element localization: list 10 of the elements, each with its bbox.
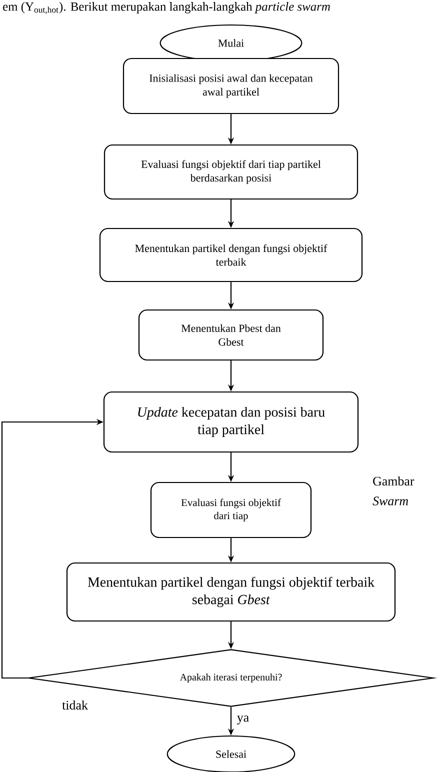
figure-caption: Swarm [372, 496, 408, 506]
figure-caption: Gambar [373, 476, 414, 486]
edge-label: ya [237, 716, 249, 724]
edge-label: tidak [62, 700, 88, 710]
process-box: Menentukan Pbest dan Gbest [138, 309, 324, 361]
process-box: Evaluasi fungsi objektif dari tiap partikel berdasarkan posisi [104, 144, 358, 200]
process-box: Menentukan partikel dengan fungsi objektif terbaik [99, 228, 363, 282]
process-box: Update kecepatan dan posisi baru tiap partikel [103, 391, 359, 453]
process-box: Menentukan partikel dengan fungsi objektif terbaik sebagai Gbest [66, 562, 396, 622]
process-box: Evaluasi fungsi objektif dari tiap [150, 482, 312, 538]
